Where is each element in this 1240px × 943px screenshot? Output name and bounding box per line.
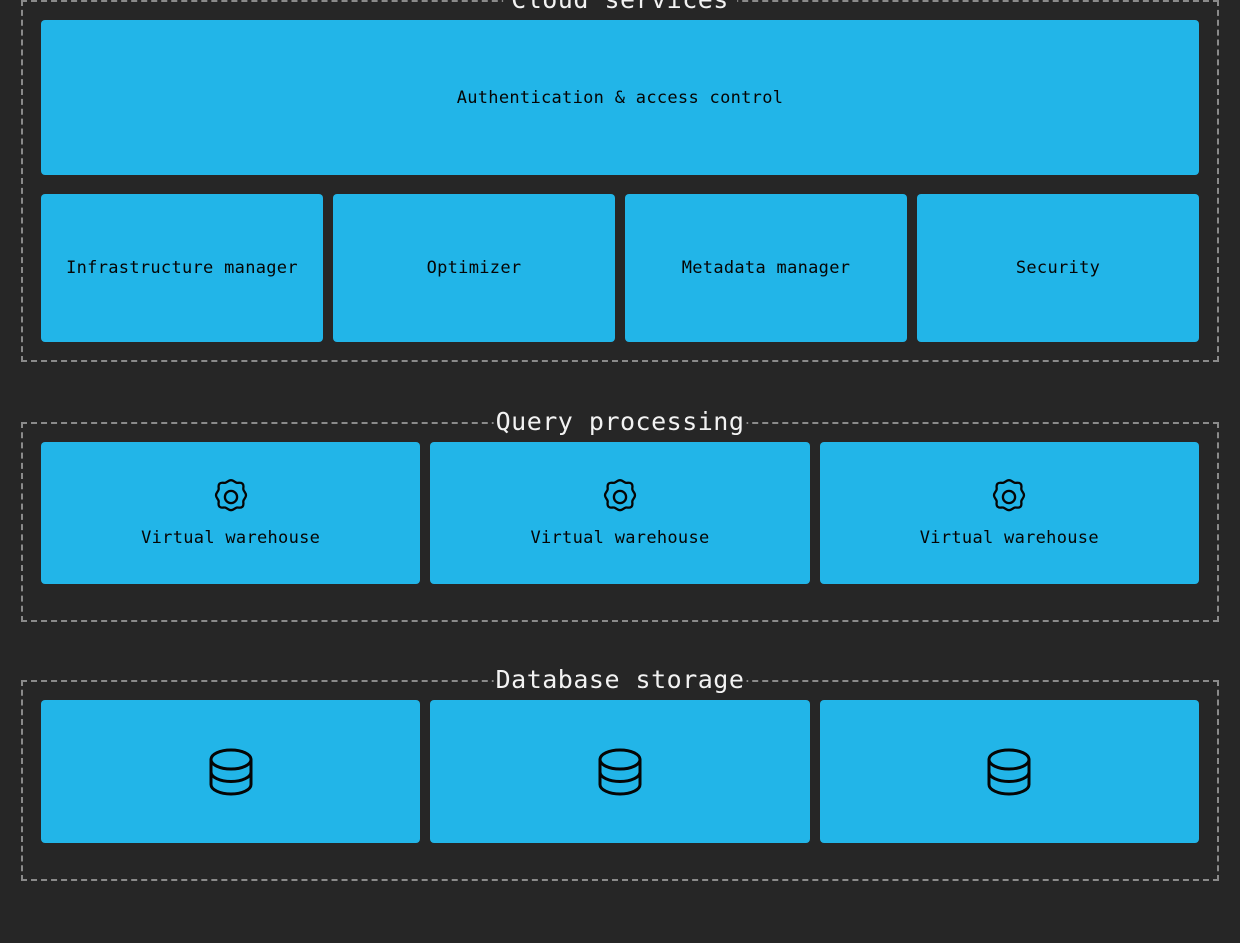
section-body-query-processing: Virtual warehouse Virtual warehouse (23, 424, 1217, 620)
node-authentication-access-control[interactable]: Authentication & access control (41, 20, 1199, 175)
node-database-storage-1[interactable] (41, 700, 421, 843)
node-label: Virtual warehouse (919, 528, 1099, 548)
node-optimizer[interactable]: Optimizer (333, 194, 615, 342)
database-icon (597, 747, 643, 797)
node-virtual-warehouse-1[interactable]: Virtual warehouse (41, 442, 421, 584)
section-body-database-storage (23, 682, 1217, 879)
cloud-services-row: Infrastructure manager Optimizer Metadat… (41, 194, 1199, 342)
node-label: Virtual warehouse (141, 528, 321, 548)
virtual-warehouse-row: Virtual warehouse Virtual warehouse (41, 442, 1199, 584)
node-database-storage-3[interactable] (819, 700, 1199, 843)
node-metadata-manager[interactable]: Metadata manager (625, 194, 907, 342)
database-icon (986, 747, 1032, 797)
gear-icon (989, 477, 1029, 517)
node-label: Security (1015, 258, 1101, 278)
gear-icon (600, 477, 640, 517)
section-title-cloud-services: Cloud services (503, 0, 737, 15)
section-title-query-processing: Query processing (493, 407, 747, 437)
node-label: Metadata manager (681, 258, 851, 278)
section-body-cloud-services: Authentication & access control Infrastr… (23, 2, 1217, 360)
node-database-storage-2[interactable] (430, 700, 810, 843)
node-virtual-warehouse-3[interactable]: Virtual warehouse (819, 442, 1199, 584)
database-storage-row (41, 700, 1199, 843)
section-cloud-services: Cloud services Authentication & access c… (21, 0, 1219, 362)
section-query-processing: Query processing Virtual warehouse (21, 407, 1219, 622)
node-label: Authentication & access control (456, 87, 784, 108)
section-title-database-storage: Database storage (493, 665, 747, 695)
section-database-storage: Database storage (21, 665, 1219, 881)
node-security[interactable]: Security (917, 194, 1199, 342)
node-label: Optimizer (426, 258, 522, 278)
database-icon (208, 747, 254, 797)
node-infrastructure-manager[interactable]: Infrastructure manager (41, 194, 323, 342)
gear-icon (211, 477, 251, 517)
node-label: Virtual warehouse (530, 528, 710, 548)
node-virtual-warehouse-2[interactable]: Virtual warehouse (430, 442, 810, 584)
node-label: Infrastructure manager (66, 258, 298, 278)
